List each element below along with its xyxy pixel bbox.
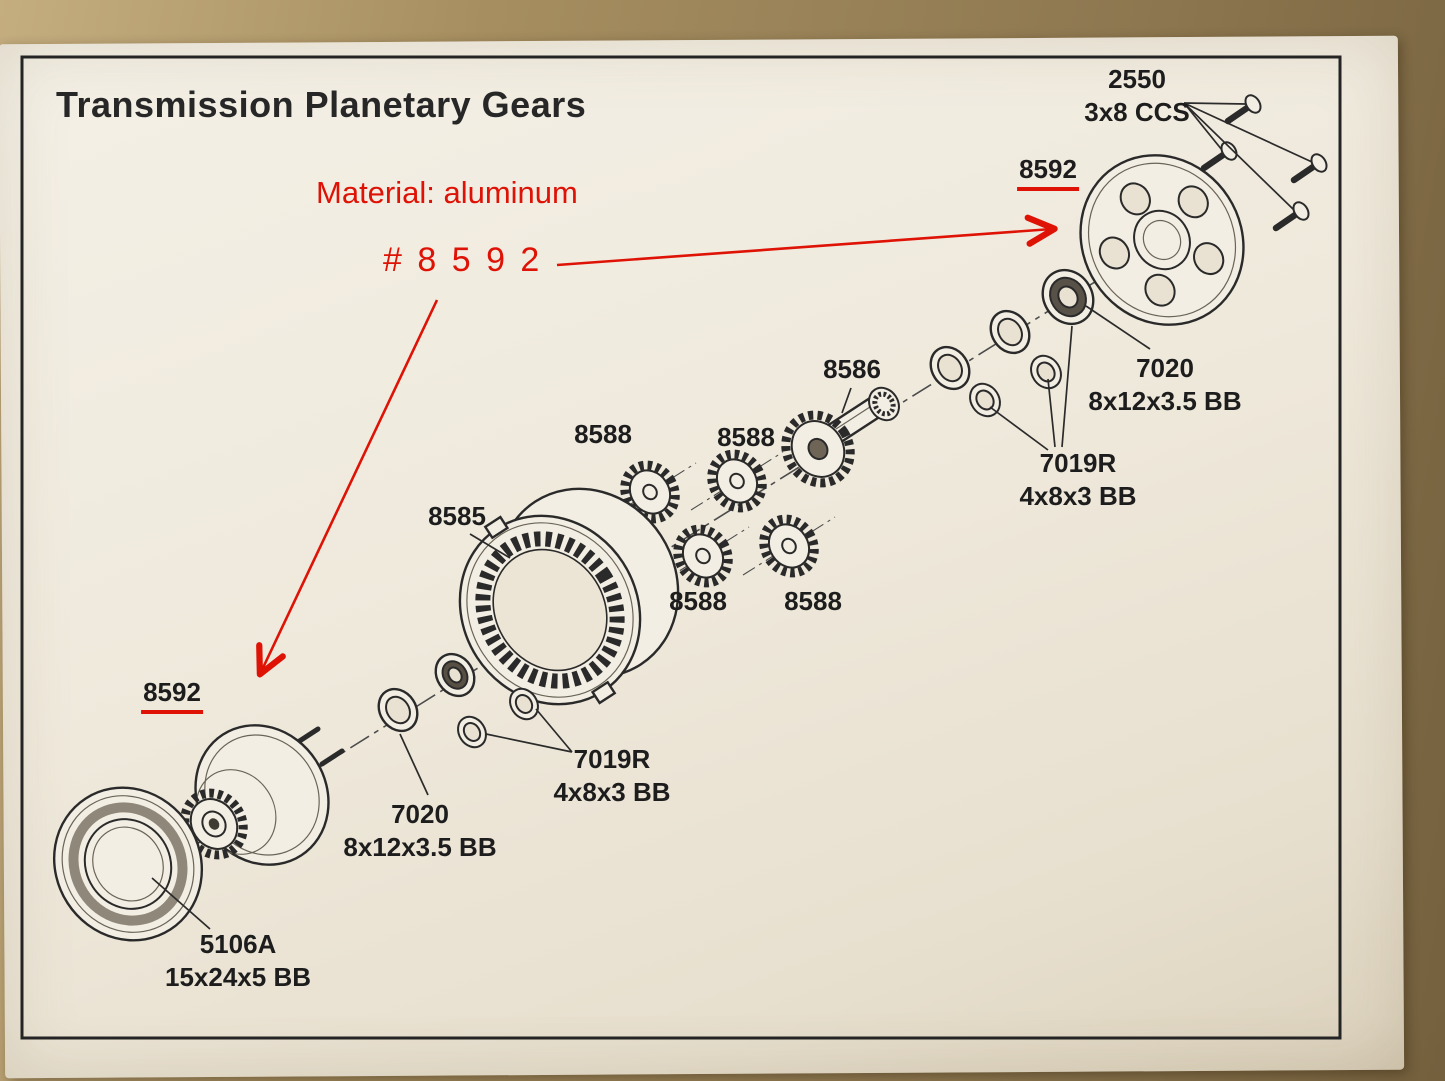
part-number: 7020	[391, 799, 449, 829]
part-number: 8586	[823, 354, 881, 384]
part-spec: 3x8 CCS	[1084, 97, 1190, 128]
bearing-7020-sealed	[1041, 268, 1095, 326]
part-number: 7019R	[573, 744, 651, 774]
label-bearing-7020-bottom: 7020 8x12x3.5 BB	[343, 798, 496, 865]
label-planet-gear-top-left: 8588	[574, 418, 632, 451]
part-number: 7019R	[1039, 448, 1117, 478]
red-arrow-to-bottom-8592	[256, 299, 439, 678]
part-spec: 8x12x3.5 BB	[343, 832, 497, 863]
part-number: 8592	[1017, 153, 1079, 192]
part-bearings-middle	[377, 652, 539, 749]
part-number: 2550	[1108, 64, 1166, 94]
part-number: 8588	[574, 419, 632, 449]
part-number: 8588	[669, 586, 727, 616]
part-number: 7020	[1136, 353, 1194, 383]
part-bearing-5106a	[52, 786, 204, 942]
bearing-7019r	[457, 715, 487, 749]
part-bearings-top	[929, 268, 1095, 418]
label-carrier-bottom-8592: 8592	[141, 676, 203, 715]
label-ring-gear-8585: 8585	[428, 500, 486, 533]
label-planet-gear-top-right: 8588	[717, 421, 775, 454]
page-title: Transmission Planetary Gears	[56, 84, 587, 125]
red-annotation-arrows	[256, 214, 1058, 678]
planet-gear	[759, 514, 819, 578]
label-bearing-5106a: 5106A 15x24x5 BB	[165, 928, 311, 995]
part-ring-gear-8585	[458, 487, 680, 706]
label-planet-gear-bottom-right: 8588	[784, 585, 842, 618]
part-number: 8588	[784, 586, 842, 616]
red-arrow-to-top-8592	[556, 214, 1058, 267]
label-screws-2550: 2550 3x8 CCS	[1084, 63, 1190, 130]
label-carrier-plate-top-8592: 8592	[1017, 153, 1079, 192]
part-spec: 4x8x3 BB	[553, 777, 671, 808]
bearing-7020	[989, 309, 1031, 355]
part-number: 8592	[141, 676, 203, 715]
part-number: 8585	[428, 501, 486, 531]
printed-border	[20, 55, 1342, 1040]
bearing-7020-sealed	[434, 652, 476, 698]
planet-gear	[673, 524, 733, 588]
label-bearing-7020-top: 7020 8x12x3.5 BB	[1088, 352, 1241, 419]
part-screws-2550	[1200, 94, 1328, 232]
planet-gear	[620, 460, 680, 524]
part-sun-gear-8586	[781, 386, 900, 488]
bearing-7020	[377, 687, 419, 733]
label-bearing-7019r-top: 7019R 4x8x3 BB	[1019, 447, 1136, 514]
bearing-ring	[929, 345, 971, 391]
planet-gear	[707, 449, 767, 513]
annotation-material: Material: aluminum	[316, 175, 578, 210]
bearing-7019r	[509, 687, 539, 721]
part-spec: 4x8x3 BB	[1019, 481, 1137, 512]
part-spec: 8x12x3.5 BB	[1088, 386, 1242, 417]
part-spec: 15x24x5 BB	[165, 962, 311, 993]
part-carrier-8592-bottom	[180, 724, 345, 866]
part-number: 5106A	[199, 929, 277, 959]
label-bearing-7019r-bottom: 7019R 4x8x3 BB	[553, 743, 670, 810]
bearing-7019r	[1030, 354, 1062, 390]
annotation-part-callout: # 8 5 9 2	[383, 241, 543, 279]
label-planet-gear-bottom-left: 8588	[669, 585, 727, 618]
leader-lines	[151, 102, 1313, 930]
part-planet-gears-8588	[620, 449, 819, 588]
part-carrier-plate-8592-top	[1079, 154, 1245, 326]
bearing-7019r	[969, 382, 1001, 418]
label-sun-gear-8586: 8586	[823, 353, 881, 386]
part-number: 8588	[717, 422, 775, 452]
